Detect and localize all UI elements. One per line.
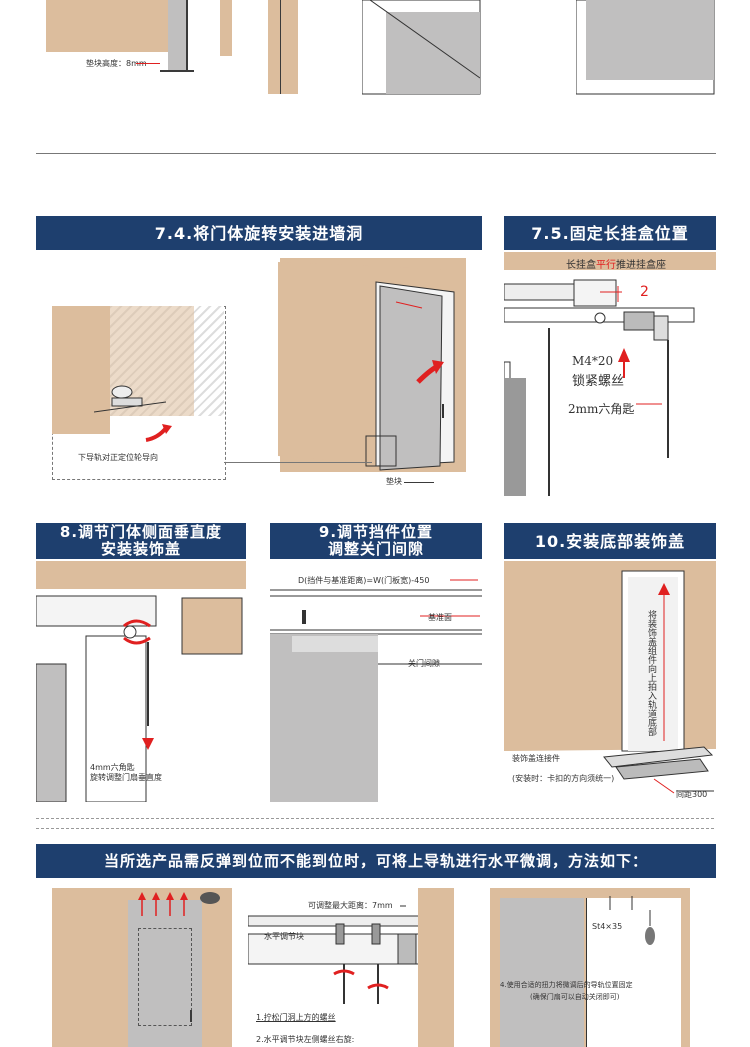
separator: [36, 818, 714, 819]
stopper-diagram: [270, 579, 482, 802]
install-direction-note: (安装时：卡扣的方向须统一): [512, 774, 615, 783]
rail-guide-note: 下导轨对正定位轮导向: [78, 453, 158, 462]
step-8-title: 8.调节门体侧面垂直度安装装饰盖: [36, 523, 246, 559]
step-9-title: 9.调节挡件位置调整关门间隙: [270, 523, 482, 559]
door-frame-sketch-2: [576, 0, 715, 95]
vertical-adjust-label: 旋转调整门扇垂直度: [90, 773, 162, 782]
datum-label: 基准面: [428, 613, 452, 622]
step-7-5-number: 2: [640, 284, 649, 300]
door-rotation-diagram: [278, 262, 456, 471]
bottom-cover-diagram: [504, 561, 716, 794]
close-gap-label: 关门间隙: [408, 659, 440, 668]
separator: [36, 828, 714, 829]
hex-key-4mm-label: 4mm六角匙: [90, 763, 135, 772]
screw-st4-label: St4×35: [592, 922, 623, 931]
hex-key-2mm-label: 2mm六角匙: [568, 402, 635, 416]
step-7-4-title: 7.4.将门体旋转安装进墙洞: [36, 216, 482, 250]
spacing-300-label: 间距300: [676, 790, 708, 799]
step-10-title: 10.安装底部装饰盖: [504, 523, 716, 559]
hanging-box-diagram: [504, 279, 695, 496]
step-7-5-subtitle: 长挂盒平行推进挂盒座: [566, 260, 666, 271]
step-7-5-title: 7.5.固定长挂盒位置: [504, 216, 716, 250]
rail-adjust-diagram: [248, 888, 454, 1047]
adjust-block-label: 水平调节块: [264, 932, 304, 941]
step2-note: 2.水平调节块左侧螺丝右旋:: [256, 1035, 355, 1044]
max-distance-label: 可调整最大距离：7mm: [308, 901, 393, 910]
vertical-adjust-diagram: [36, 595, 243, 802]
guide-wheel-icon: [94, 385, 166, 413]
pad-height-note: 垫块高度：8mm: [86, 59, 147, 68]
up-arrows-icon: [138, 892, 220, 916]
screwdriver-icon: [609, 896, 655, 945]
step1-note: 1.拧松门洞上方的螺丝: [256, 1013, 336, 1022]
stopper-formula: D(挡件与基准距离)=W(门板宽)-450: [298, 576, 430, 585]
door-frame-sketch: [362, 0, 481, 95]
step4-note-1: 4.使用合适的扭力将微调后的导轨位置固定: [500, 981, 633, 989]
screw-spec: M4*20: [572, 354, 614, 368]
pad-block-label: 垫块: [386, 477, 402, 486]
cover-connector-label: 装饰盖连接件: [512, 754, 560, 763]
rotate-arrow-icon: [145, 424, 172, 442]
step-10-vertical-note: 将装饰盖组件向上拍入轨道底部: [646, 610, 656, 736]
fine-tune-banner: 当所选产品需反弹到位而不能到位时，可将上导轨进行水平微调，方法如下：: [36, 844, 716, 878]
lock-screw-label: 锁紧螺丝: [572, 374, 625, 389]
step4-note-2: (确保门扇可以自动关闭即可): [530, 993, 620, 1001]
